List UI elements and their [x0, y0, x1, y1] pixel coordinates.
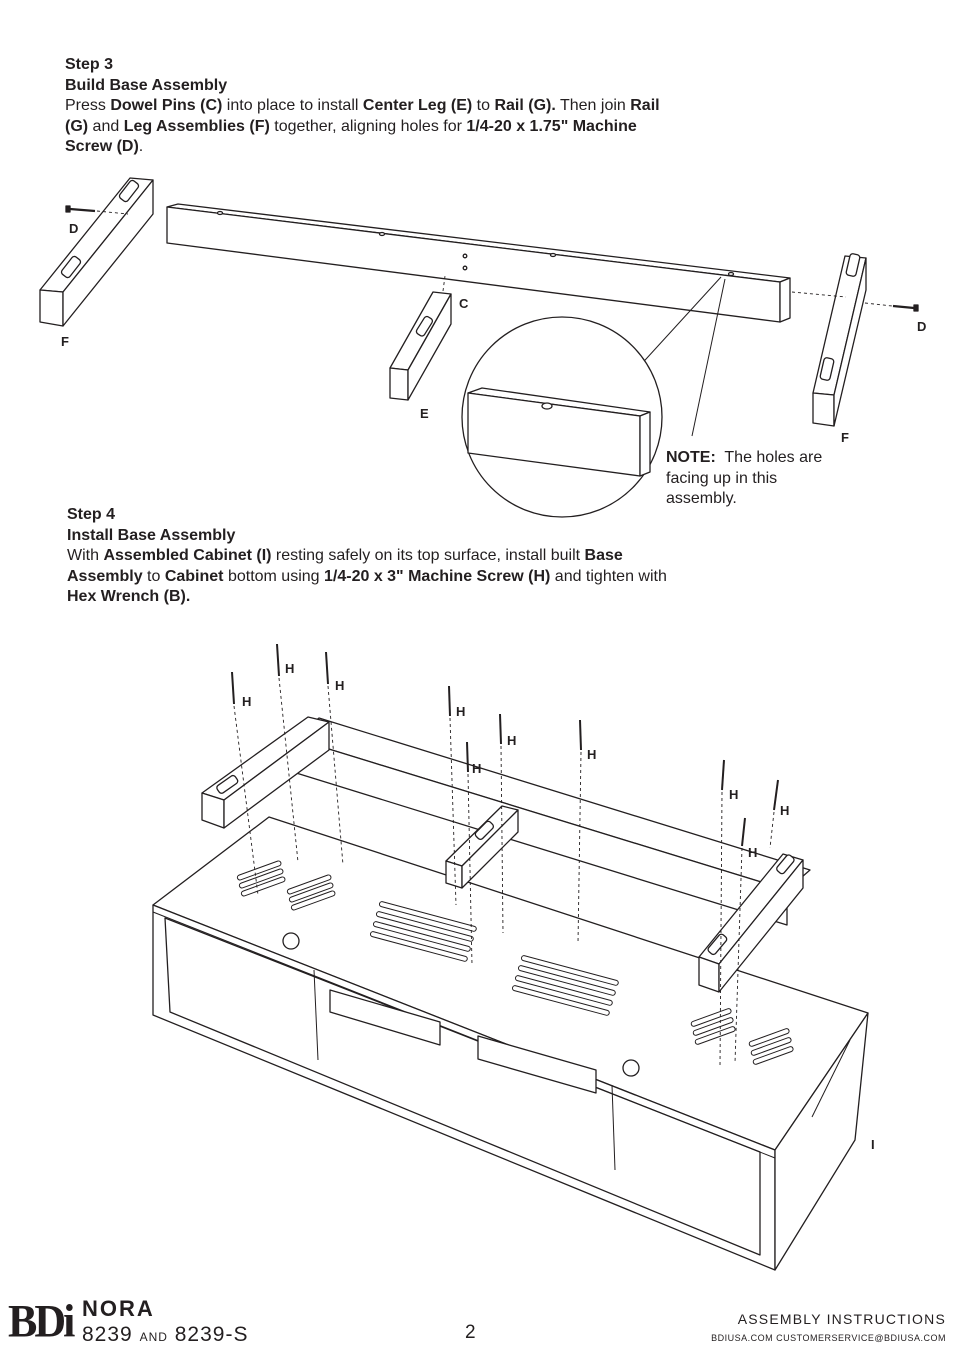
contact-info: BDIUSA.COM CUSTOMERSERVICE@BDIUSA.COM: [711, 1333, 946, 1343]
label-h-7: H: [587, 747, 597, 762]
machine-screws-h: [231, 643, 779, 847]
holes-note: NOTE: The holes are facing up in this as…: [666, 448, 846, 510]
label-h-1: H: [242, 694, 252, 709]
right-leg-assembly: [791, 253, 867, 427]
machine-screw-d-left: [65, 205, 129, 215]
label-h-10: H: [748, 845, 758, 860]
label-h-8: H: [729, 787, 739, 802]
center-leg-e: [389, 275, 452, 401]
label-c: C: [459, 296, 469, 311]
step3-instructions: Step 3 Build Base Assembly Press Dowel P…: [65, 55, 675, 158]
detail-callout: [461, 276, 726, 518]
note-label: NOTE:: [666, 449, 716, 466]
bdi-logo: BDi: [8, 1295, 75, 1348]
label-f-right: F: [841, 430, 849, 445]
product-name: NORA: [82, 1296, 155, 1321]
label-d-left: D: [69, 221, 79, 236]
step3-subheading: Build Base Assembly: [65, 76, 228, 94]
label-h-3: H: [335, 678, 345, 693]
machine-screw-d-right: [864, 302, 919, 312]
step3-body: Press Dowel Pins (C) into place to insta…: [65, 97, 660, 155]
note-text: The holes are facing up in this assembly…: [666, 449, 823, 507]
label-h-5: H: [507, 733, 517, 748]
left-leg-assembly: [39, 177, 154, 327]
label-i: I: [871, 1137, 875, 1152]
label-d-right: D: [917, 319, 927, 334]
screw-guide-lines: [233, 677, 775, 1067]
model-numbers: 8239 AND 8239-S: [82, 1323, 249, 1346]
label-f-left: F: [61, 334, 69, 349]
step4-heading: Step 4: [67, 506, 116, 523]
rail-g: [166, 203, 791, 323]
step4-body: With Assembled Cabinet (I) resting safel…: [67, 547, 667, 605]
step3-heading: Step 3: [65, 56, 114, 73]
assembled-cabinet-i: [152, 816, 869, 1271]
label-e: E: [420, 406, 429, 421]
base-assembly: [201, 716, 811, 993]
label-h-2: H: [285, 661, 295, 676]
page-number: 2: [465, 1322, 476, 1343]
label-h-4: H: [456, 704, 466, 719]
step4-instructions: Step 4 Install Base Assembly With Assemb…: [67, 505, 677, 608]
step4-subheading: Install Base Assembly: [67, 526, 236, 544]
assembly-instructions-title: ASSEMBLY INSTRUCTIONS: [737, 1311, 946, 1327]
label-h-9: H: [780, 803, 790, 818]
label-h-6: H: [472, 761, 482, 776]
